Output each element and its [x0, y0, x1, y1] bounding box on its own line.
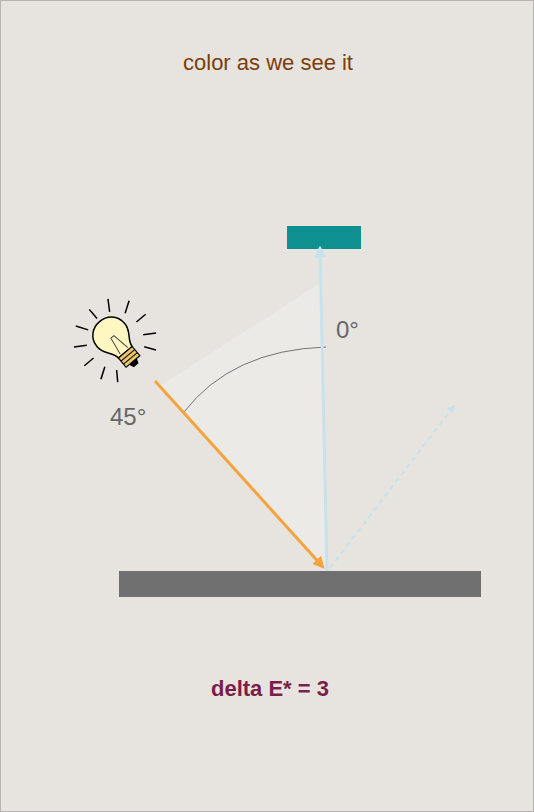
bulb-ray	[144, 342, 156, 354]
angle-label: 0°	[336, 316, 359, 344]
bulb-ray	[121, 301, 134, 313]
sample-surface	[119, 571, 481, 597]
bulb-ray	[103, 299, 115, 312]
angle-sector	[160, 282, 327, 572]
observer-detector	[287, 226, 361, 249]
incident-light-ray	[155, 381, 323, 567]
bulb-filament	[109, 334, 128, 354]
result-value: delta E* = 3	[211, 676, 329, 701]
bulb-ray	[76, 321, 88, 334]
bulb-ray	[84, 358, 93, 366]
angle-label: 45°	[110, 403, 146, 431]
bulb-ray	[143, 328, 156, 340]
bulb-ray	[74, 340, 87, 352]
bulb-ray	[111, 370, 123, 382]
bulb-ray	[89, 309, 97, 318]
bulb-ray	[96, 367, 109, 379]
bulb-ray	[136, 314, 145, 322]
bulb-rays	[59, 284, 168, 392]
angle-arc	[184, 347, 326, 412]
bulb-thread	[121, 350, 135, 362]
light-bulb-symbol	[59, 284, 168, 392]
observed-light-ray	[320, 248, 327, 571]
diagram-title: color as we see it	[183, 50, 353, 75]
specular-reflection-ray	[330, 406, 454, 568]
bulb-contact	[129, 358, 140, 368]
